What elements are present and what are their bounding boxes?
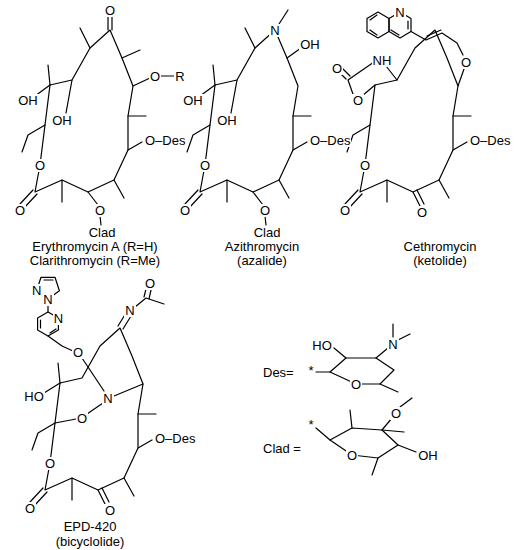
atom-label: *: [307, 418, 314, 431]
atom-label: OH: [216, 114, 238, 127]
compound-name: Cethromycin: [403, 240, 478, 253]
epd420-structure: [30, 277, 164, 506]
atom-label: Des=: [262, 366, 295, 379]
atom-label: N: [42, 293, 53, 306]
atom-label: O: [352, 94, 364, 107]
atom-label: O: [339, 204, 351, 217]
atom-label: NH: [372, 54, 393, 67]
atom-label: O: [104, 4, 116, 17]
atom-label: Clad: [253, 226, 282, 239]
compound-name: Clarithromycin (R=Me): [29, 254, 161, 267]
atom-label: O: [460, 56, 472, 69]
atom-label: O: [34, 159, 46, 172]
atom-label: N: [269, 24, 280, 37]
atom-label: O: [94, 204, 106, 217]
atom-label: O–Des: [144, 134, 186, 147]
atom-label: O: [24, 502, 36, 515]
atom-label: OH: [17, 94, 39, 107]
atom-label: O: [72, 346, 84, 359]
atom-label: HO: [23, 390, 45, 403]
atom-label: O: [14, 204, 26, 217]
atom-label: O–Des: [154, 432, 196, 445]
atom-label: N: [53, 312, 64, 325]
compound-name: (bicyclolide): [55, 535, 126, 548]
atom-label: O: [179, 204, 191, 217]
atom-label: O: [199, 159, 211, 172]
atom-label: O: [104, 504, 116, 517]
atom-label: O: [346, 449, 358, 462]
atom-label: O: [44, 457, 56, 470]
atom-label: N: [394, 6, 405, 19]
atom-label: Clad =: [262, 442, 302, 455]
atom-label: *: [307, 364, 314, 377]
desosamine-structure: [316, 324, 410, 392]
atom-label: Clad: [88, 226, 117, 239]
atom-label: O: [350, 378, 362, 391]
atom-label: N: [124, 304, 135, 317]
azithromycin-structure: [185, 10, 311, 225]
cladinose-structure: [316, 398, 416, 475]
atom-label: O–Des: [309, 134, 351, 147]
atom-label: O: [149, 70, 161, 83]
atom-label: OH: [182, 94, 204, 107]
atom-label: O: [390, 407, 402, 420]
compound-name: (azalide): [236, 254, 288, 267]
compound-name: Azithromycin: [224, 240, 300, 253]
atom-label: HO: [311, 339, 333, 352]
atom-label: O: [259, 204, 271, 217]
atom-label: O: [76, 412, 88, 425]
atom-label: O: [416, 206, 428, 219]
atom-label: OH: [299, 38, 321, 51]
atom-label: OH: [51, 114, 73, 127]
compound-name: (ketolide): [412, 254, 467, 267]
atom-label: O: [331, 62, 343, 75]
erythromycin-structure: [20, 17, 175, 225]
cethromycin-structure: [338, 12, 471, 208]
compound-name: EPD-420: [63, 520, 118, 533]
atom-label: N: [102, 392, 113, 405]
atom-label: N: [387, 338, 398, 351]
atom-label: O–Des: [469, 134, 511, 147]
atom-label: N: [31, 284, 42, 297]
atom-label: OH: [417, 449, 439, 462]
atom-label: O: [359, 159, 371, 172]
atom-label: O: [144, 277, 156, 290]
compound-name: Erythromycin A (R=H): [31, 240, 158, 253]
atom-label: R: [174, 70, 185, 83]
